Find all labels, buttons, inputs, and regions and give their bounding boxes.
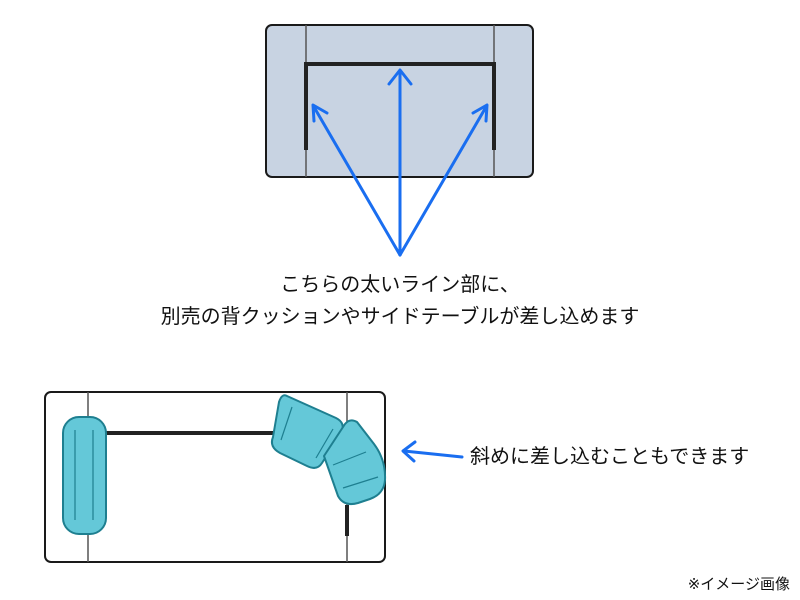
pointer-arrows xyxy=(311,68,489,257)
arrow-right xyxy=(398,103,489,257)
caption-top-line-2: 別売の背クッションやサイドテーブルが差し込めます xyxy=(160,304,640,328)
cushion-angled-lower xyxy=(323,419,387,506)
image-note: ※イメージ画像 xyxy=(687,575,790,593)
caption-top-line-1: こちらの太いライン部に、 xyxy=(280,272,520,296)
caption-bottom: 斜めに差し込むこともできます xyxy=(470,444,750,468)
cushion-left xyxy=(62,416,107,535)
sofa-top-rail xyxy=(304,62,496,150)
sofa-bottom-view xyxy=(44,391,387,563)
arrow-left xyxy=(311,103,402,257)
arrow-center xyxy=(387,68,413,257)
arrow-bottom xyxy=(401,440,464,463)
